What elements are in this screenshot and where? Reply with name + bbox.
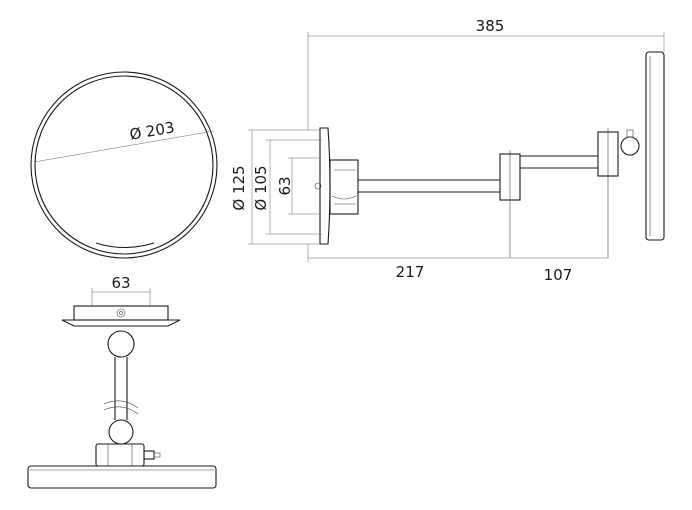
mirror-side-profile xyxy=(645,51,665,241)
front-view-mirror: Ø 203 xyxy=(30,71,218,259)
top-view-hole-spacing-label: 63 xyxy=(111,274,130,292)
top-view: 63 xyxy=(27,274,217,489)
mirror-outer-rim xyxy=(30,71,218,259)
mirror-inner-rim xyxy=(34,75,214,255)
mirror-bottom-edge xyxy=(95,242,155,249)
wall-plate-side xyxy=(319,127,331,245)
side-view: 385 Ø 125 Ø 105 63 xyxy=(230,17,665,284)
top-upper-ball xyxy=(107,330,135,358)
plate-inner-diameter-label: Ø 105 xyxy=(252,165,270,210)
top-plate-screw-outer xyxy=(116,308,126,318)
top-head-joint-block xyxy=(95,443,145,467)
arm-length-label: 217 xyxy=(396,263,425,281)
top-mirror-body xyxy=(27,465,217,489)
top-plate-flange xyxy=(61,319,181,327)
plate-outer-diameter-label: Ø 125 xyxy=(230,165,248,210)
mirror-diameter-label: Ø 203 xyxy=(128,118,176,144)
top-plate-screw-inner xyxy=(119,311,123,315)
diameter-line xyxy=(33,130,215,163)
head-pivot-screw xyxy=(626,129,634,138)
overall-width-label: 385 xyxy=(476,17,505,35)
top-plate-block xyxy=(73,305,169,321)
top-arm-break-2 xyxy=(103,406,139,415)
head-pivot-knob xyxy=(620,136,640,156)
plate-screw-hole xyxy=(314,182,322,190)
top-head-screw-tip xyxy=(153,452,161,458)
top-arm-break-1 xyxy=(103,400,139,409)
top-lower-ball xyxy=(108,419,134,445)
top-head-screw xyxy=(143,450,155,460)
wall-joint-block xyxy=(329,159,359,215)
wall-joint-curve xyxy=(331,195,357,200)
head-offset-label: 107 xyxy=(544,266,573,284)
plate-hole-spacing-label: 63 xyxy=(276,176,294,195)
